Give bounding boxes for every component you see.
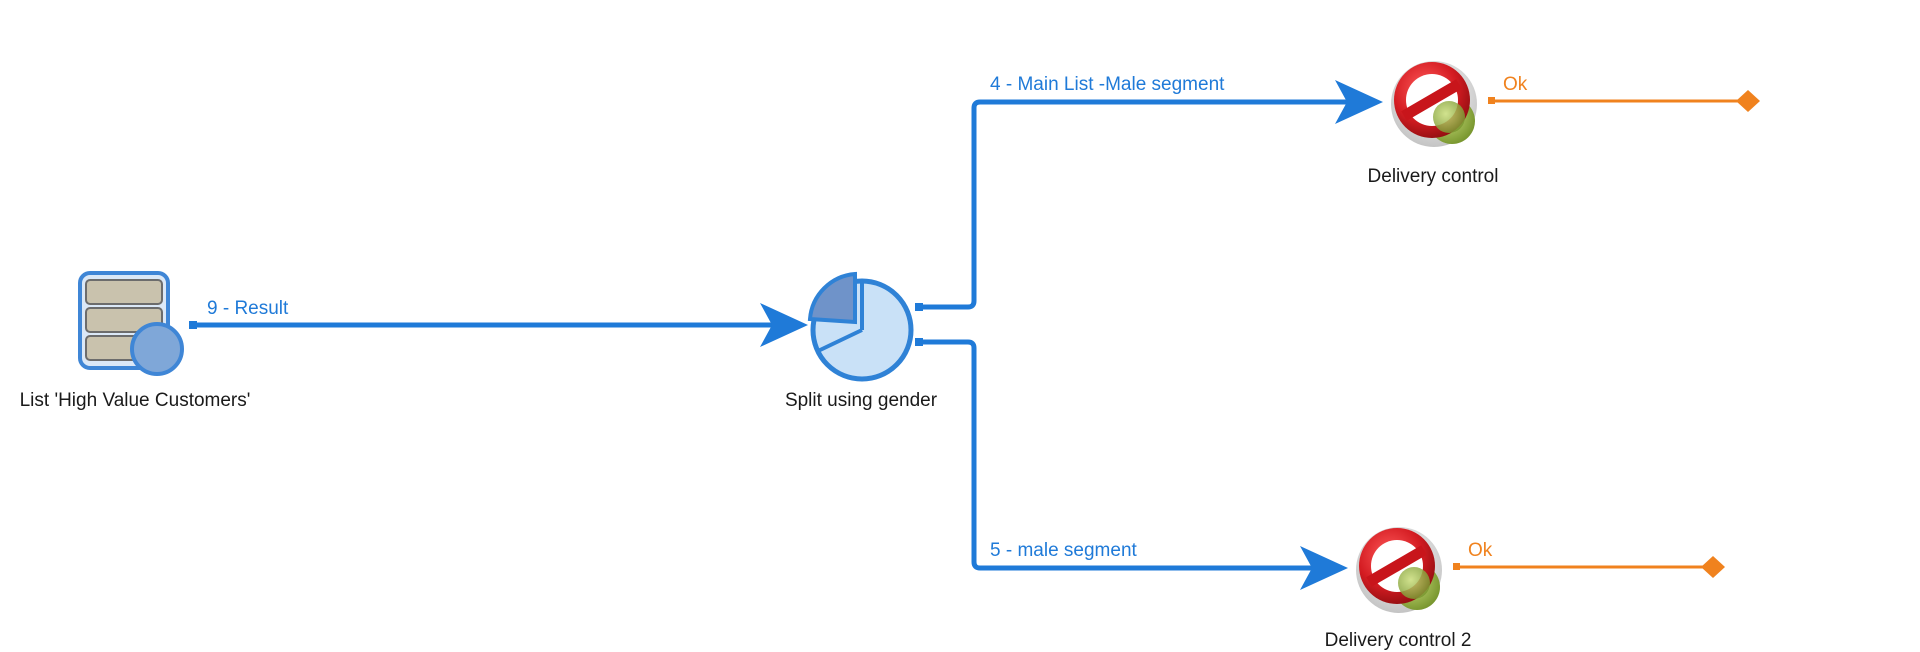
node-label-list: List 'High Value Customers' (19, 390, 251, 411)
transition-male[interactable] (915, 338, 1348, 590)
database-list-icon[interactable] (78, 271, 184, 376)
node-label-delivery-1: Delivery control (1367, 166, 1499, 187)
transition-label-result: 9 - Result (207, 298, 289, 319)
no-entry-delivery-icon[interactable] (1356, 527, 1442, 613)
pie-split-icon[interactable] (807, 271, 914, 382)
transition-label-main-male: 4 - Main List -Male segment (990, 74, 1225, 95)
transition-label-male: 5 - male segment (990, 540, 1137, 561)
transition-ok-2[interactable] (1453, 556, 1725, 578)
transition-ok-1[interactable] (1488, 90, 1760, 112)
transition-label-ok-1: Ok (1503, 74, 1528, 95)
transition-result[interactable] (189, 303, 808, 347)
transition-main-male[interactable] (915, 80, 1383, 311)
node-label-split: Split using gender (784, 390, 938, 411)
transition-label-ok-2: Ok (1468, 540, 1493, 561)
no-entry-delivery-icon[interactable] (1391, 61, 1477, 147)
node-label-delivery-2: Delivery control 2 (1324, 630, 1472, 651)
